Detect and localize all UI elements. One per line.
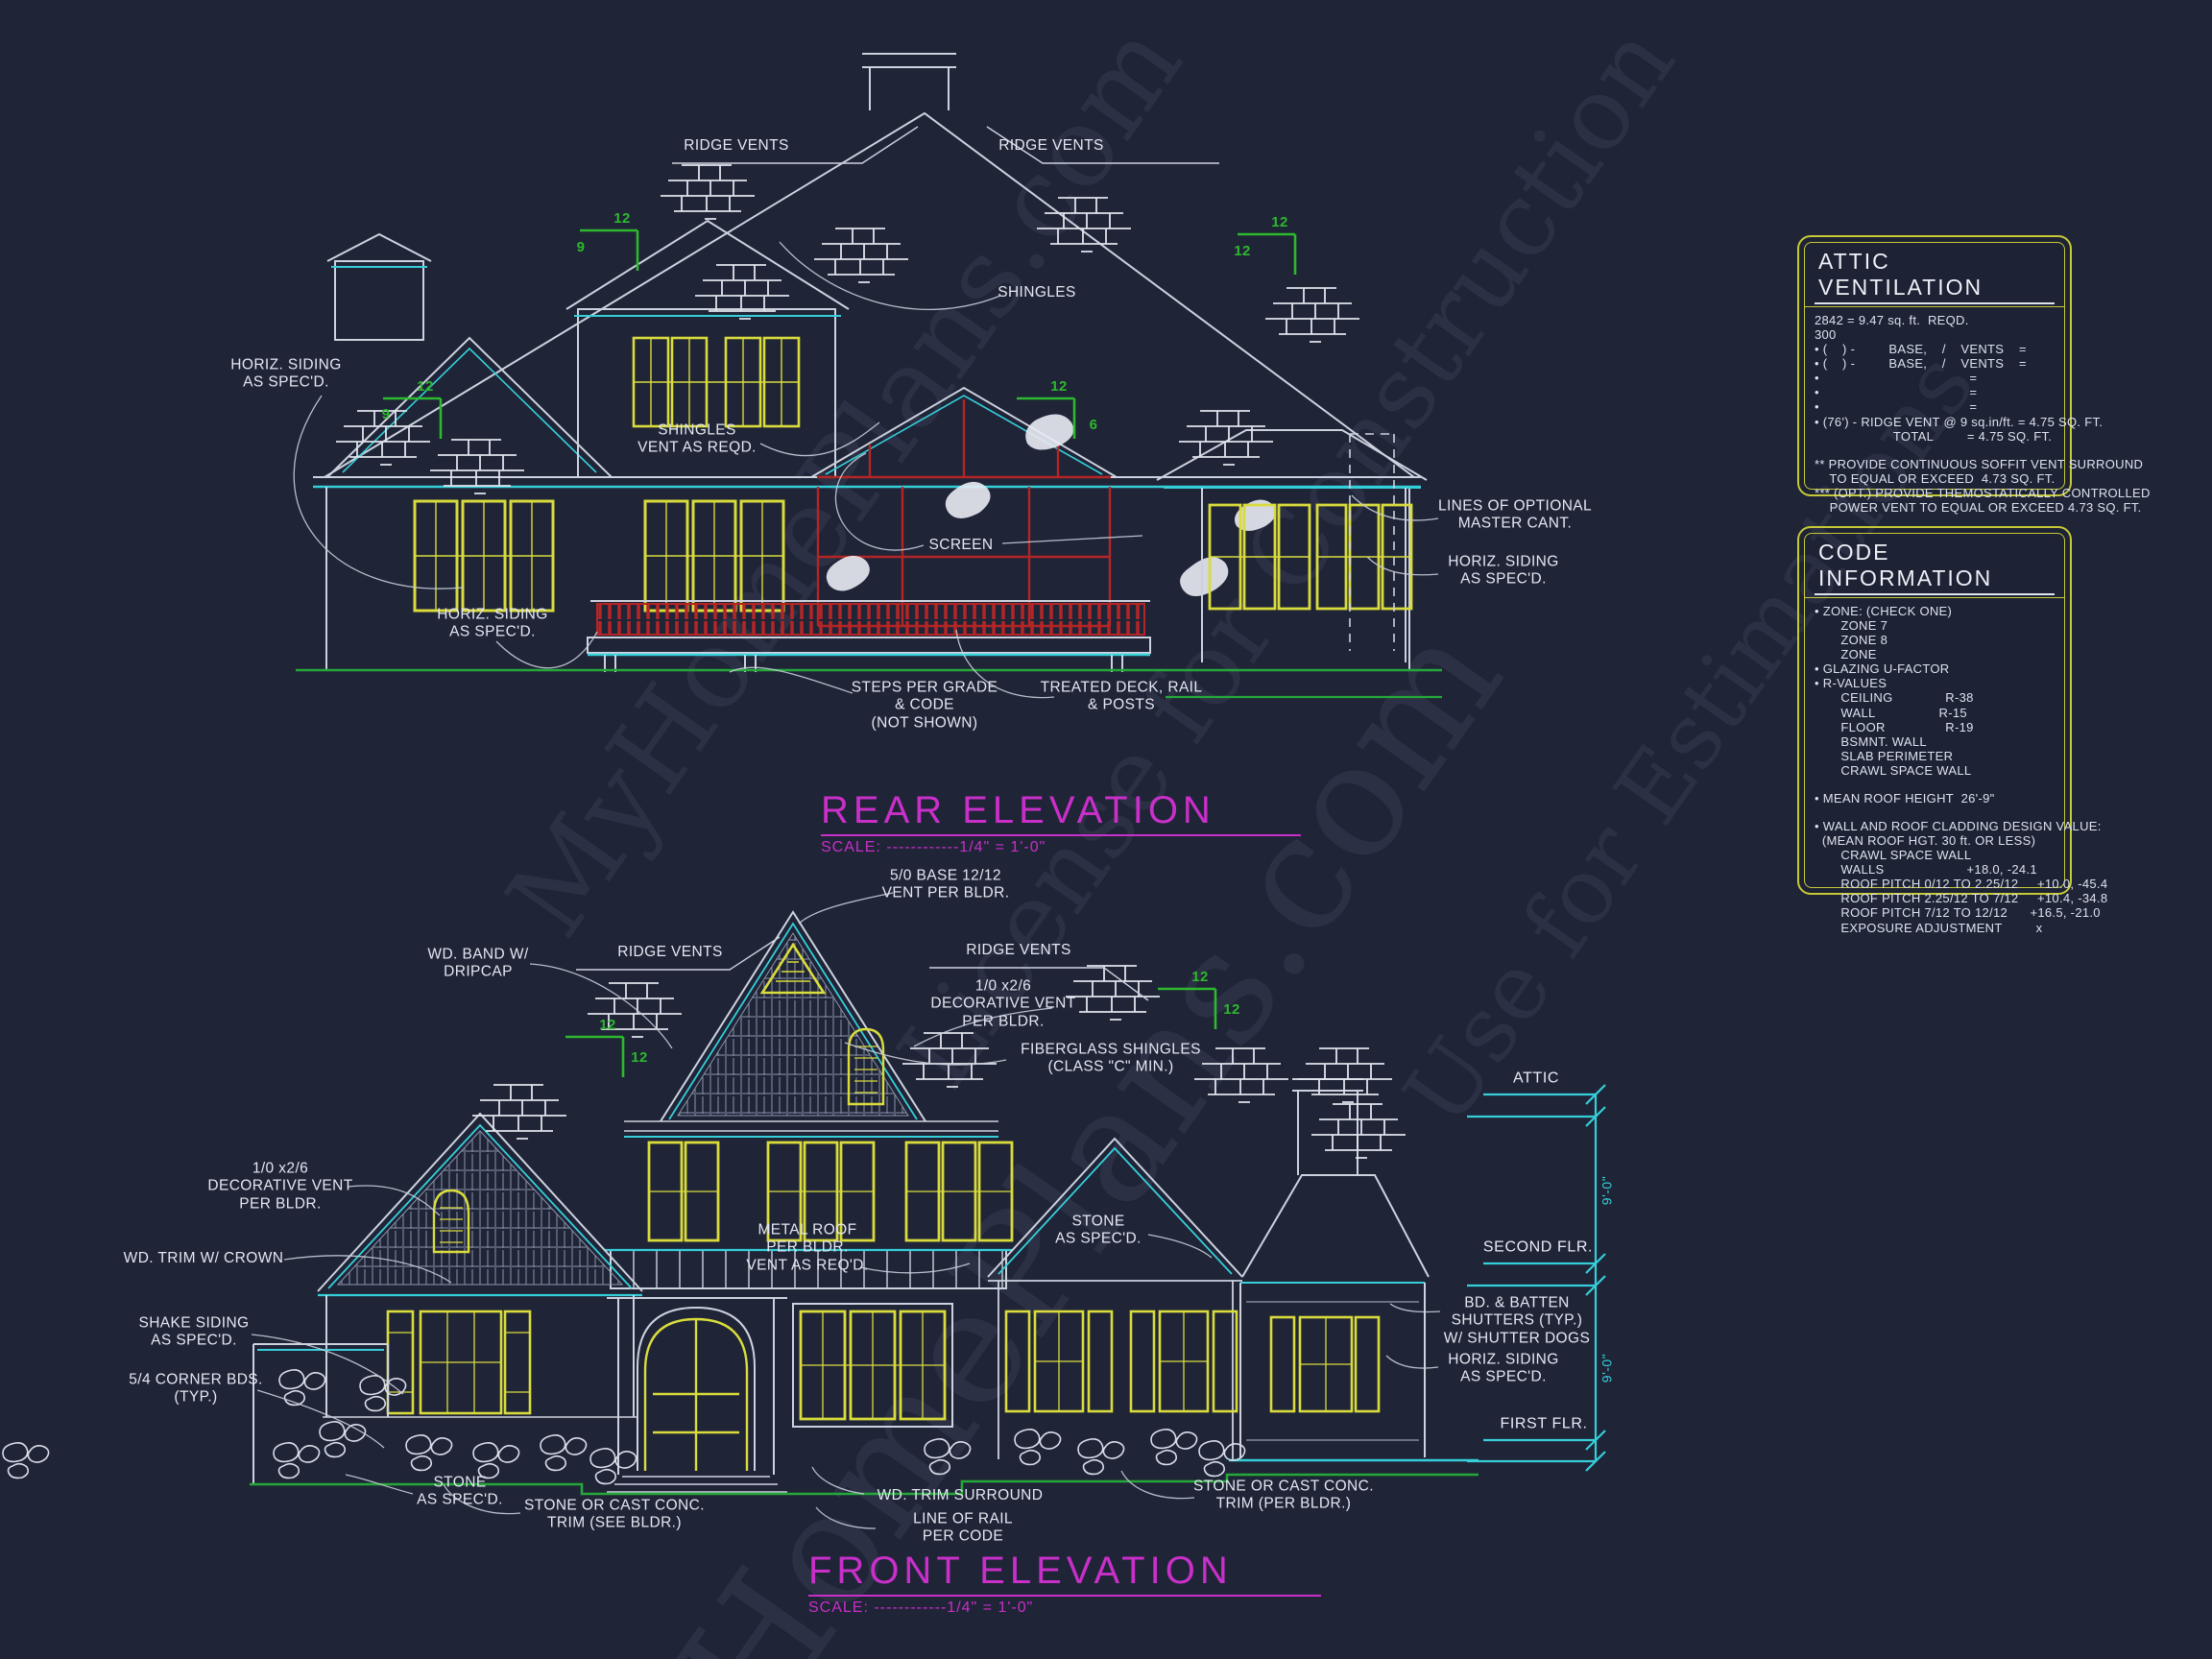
panel-line: • GLAZING U-FACTOR (1815, 661, 1950, 677)
panel-line: CRAWL SPACE WALL (1815, 762, 1972, 778)
panel-line: • ZONE: (CHECK ONE) (1815, 604, 1953, 618)
panel-line: BSMNT. WALL (1815, 733, 1927, 749)
panel-line: ZONE (1815, 647, 1877, 662)
front-elevation-title: FRONT ELEVATION (808, 1550, 1233, 1592)
attic-ventilation-lines: 2842 = 9.47 sq. ft. REQD.300• ( ) - BASE… (1815, 313, 2151, 515)
panel-line: WALL R-15 (1815, 705, 1967, 720)
panel-divider (1805, 306, 2064, 307)
panel-line: SLAB PERIMETER (1815, 748, 1954, 763)
code-information-title: CODE INFORMATION (1815, 540, 2055, 595)
attic-ventilation-inner: ATTIC VENTILATION 2842 = 9.47 sq. ft. RE… (1804, 242, 2150, 515)
panel-line: ** PROVIDE CONTINUOUS SOFFIT VENT SURROU… (1815, 456, 2144, 471)
panel-line: ROOF PITCH 0/12 TO 2.25/12 +10.0, -45.4 (1815, 877, 2108, 892)
panel-line (1815, 778, 2055, 791)
panel-line (1815, 444, 2055, 457)
panel-line: • = (1815, 385, 1978, 400)
panel-divider (1805, 597, 2064, 598)
panel-line: • MEAN ROOF HEIGHT 26'-9" (1815, 790, 1995, 805)
panel-line: • = (1815, 371, 1978, 386)
panel-line: • ( ) - BASE, / VENTS = (1815, 342, 2027, 357)
panel-line: ROOF PITCH 7/12 TO 12/12 +16.5, -21.0 (1815, 905, 2101, 921)
panel-line: FLOOR R-19 (1815, 719, 1974, 734)
panel-line: • WALL AND ROOF CLADDING DESIGN VALUE: (1815, 819, 2102, 834)
panel-line (1815, 805, 2055, 819)
panel-line: ZONE 7 (1815, 618, 1888, 634)
attic-ventilation-panel: ATTIC VENTILATION 2842 = 9.47 sq. ft. RE… (1797, 235, 2150, 515)
front-elevation-scale: SCALE: ------------1/4" = 1'-0" (808, 1599, 1034, 1616)
panel-line: • ( ) - BASE, / VENTS = (1815, 356, 2027, 372)
panel-line: CEILING R-38 (1815, 690, 1974, 706)
panel-line: • R-VALUES (1815, 676, 1887, 691)
panel-line: TO EQUAL OR EXCEED 4.73 SQ. FT. (1815, 470, 2056, 486)
front-elevation-title-block: FRONT ELEVATION SCALE: ------------1/4" … (808, 1550, 1321, 1617)
attic-ventilation-title: ATTIC VENTILATION (1815, 249, 2055, 304)
panel-line: POWER VENT TO EQUAL OR EXCEED 4.73 SQ. F… (1815, 499, 2142, 515)
panel-line: CRAWL SPACE WALL (1815, 848, 1972, 863)
panel-line: EXPOSURE ADJUSTMENT x (1815, 920, 2043, 935)
rear-elevation-title: REAR ELEVATION (821, 789, 1215, 831)
panel-line: ROOF PITCH 2.25/12 TO 7/12 +10.4, -34.8 (1815, 891, 2108, 906)
panel-line: ZONE 8 (1815, 633, 1888, 648)
code-information-lines: • ZONE: (CHECK ONE) ZONE 7 ZONE 8 ZONE• … (1815, 604, 2108, 935)
title-underline (808, 1595, 1321, 1597)
panel-line: • = (1815, 399, 1978, 415)
code-information-inner: CODE INFORMATION • ZONE: (CHECK ONE) ZON… (1804, 533, 2107, 935)
front-elevation-drawing (2, 892, 1606, 1529)
panel-line: • (76') - RIDGE VENT @ 9 sq.in/ft. = 4.7… (1815, 414, 2104, 429)
panel-line: 2842 = 9.47 sq. ft. REQD. (1815, 313, 1969, 327)
panel-line: *** (OPT.) PROVIDE THEMOSTATICALLY CONTR… (1815, 485, 2151, 500)
rear-elevation-scale: SCALE: ------------1/4" = 1'-0" (821, 839, 1046, 855)
title-underline (821, 834, 1301, 836)
code-information-panel: CODE INFORMATION • ZONE: (CHECK ONE) ZON… (1797, 526, 2107, 935)
panel-line: WALLS +18.0, -24.1 (1815, 862, 2037, 878)
panel-line: 300 (1815, 327, 1837, 343)
panel-line: TOTAL = 4.75 SQ. FT. (1815, 428, 2053, 444)
rear-elevation-drawing (293, 53, 1442, 699)
panel-line: (MEAN ROOF HGT. 30 ft. OR LESS) (1815, 833, 2036, 849)
rear-elevation-title-block: REAR ELEVATION SCALE: ------------1/4" =… (821, 789, 1301, 856)
